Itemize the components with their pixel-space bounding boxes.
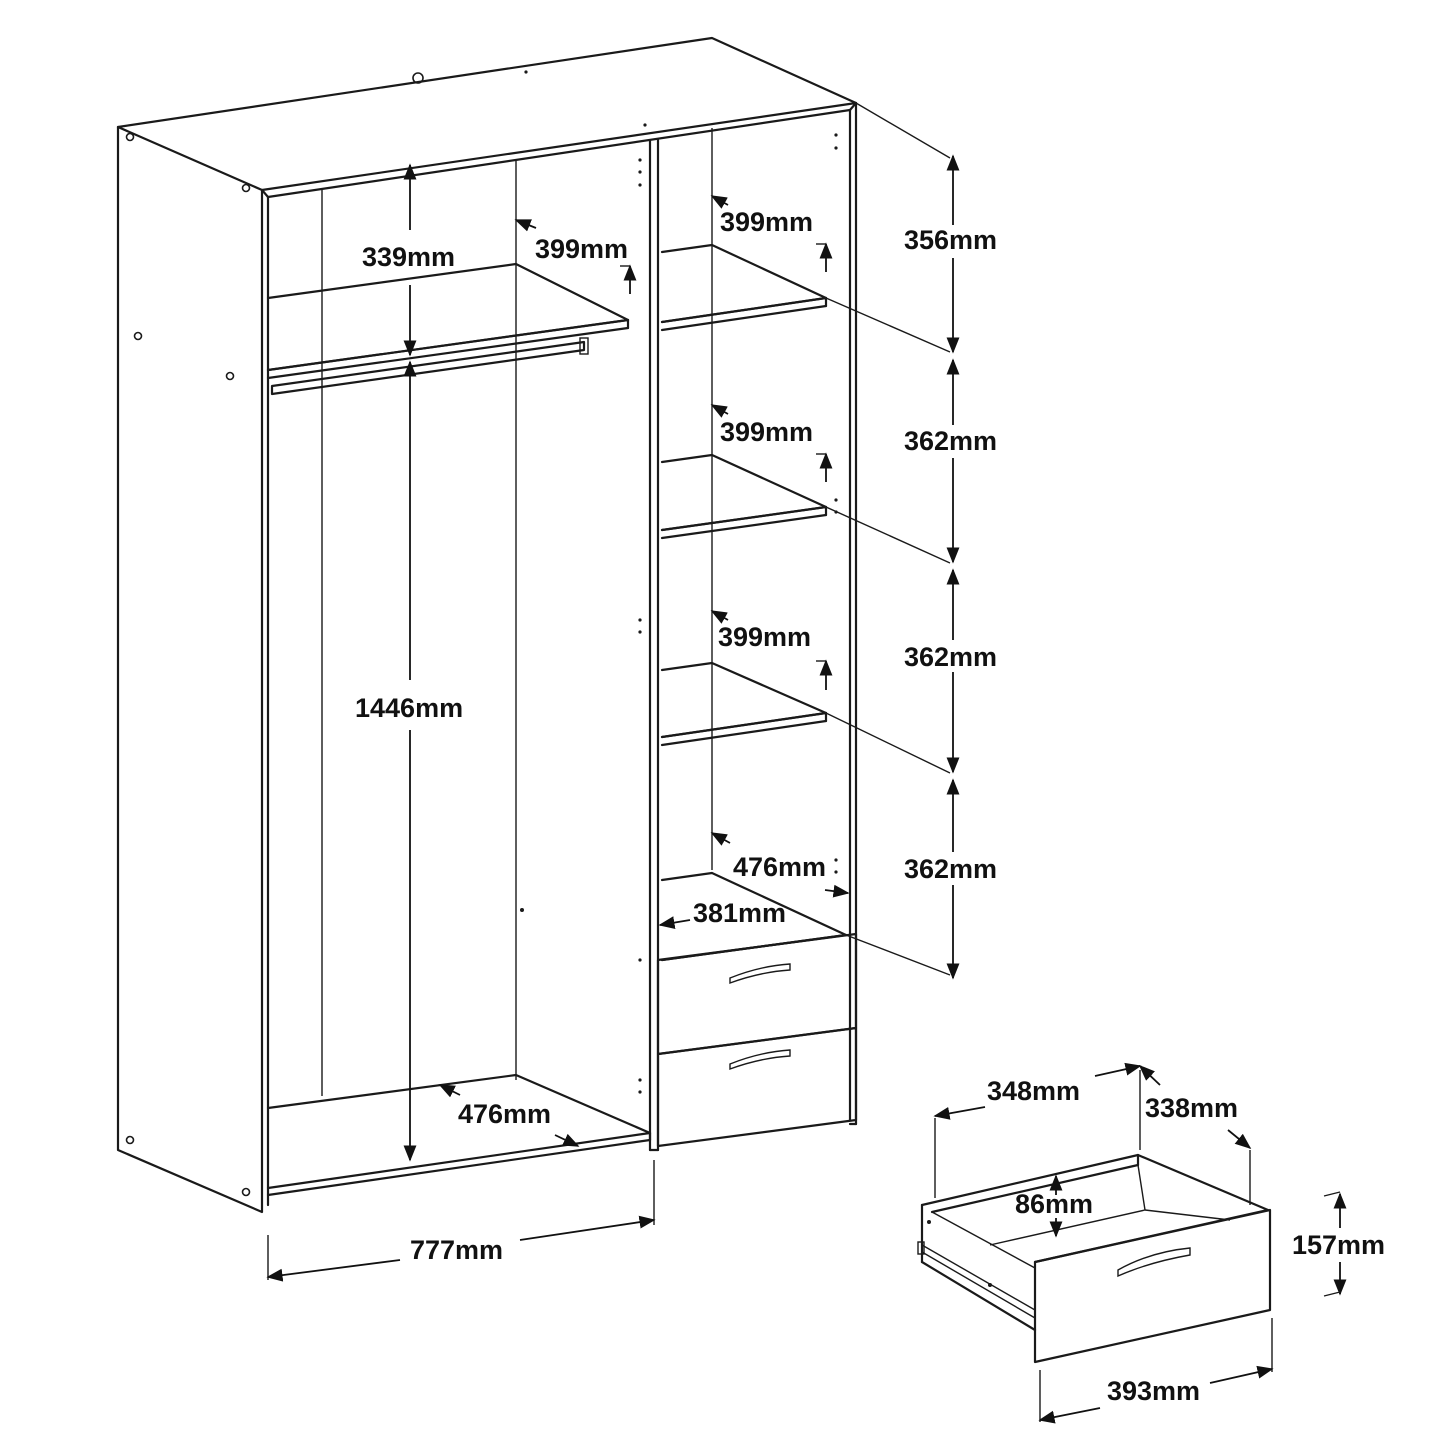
label-bottom-section-depth: 476mm [733,852,826,882]
label-drawer-front-width: 393mm [1107,1376,1200,1406]
label-drawer-inner-depth: 338mm [1145,1093,1238,1123]
label-drawer-inner-height: 86mm [1015,1189,1093,1219]
drawer-detail [917,1062,1347,1424]
label-hanging-shelf-depth: 399mm [535,234,628,264]
shelf-3 [660,661,828,747]
label-section-height-1: 356mm [904,225,997,255]
dimension-labels: 339mm 399mm 1446mm 476mm 777mm 399mm 399… [355,207,1385,1406]
left-side-panel [116,125,264,1214]
shelf-2 [660,453,828,540]
label-drawer-inner-width: 348mm [987,1076,1080,1106]
hanging-rail [270,340,586,396]
label-shelf-depth-2: 399mm [720,417,813,447]
wardrobe-cabinet [116,36,951,1214]
label-overall-width: 777mm [410,1235,503,1265]
drawer-front [1033,1208,1272,1364]
dimension-lines [266,154,960,1282]
label-hanging-floor-depth: 476mm [458,1099,551,1129]
cabinet-drawer-bottom [656,1026,858,1148]
label-drawer-front-height: 157mm [1292,1230,1385,1260]
hanging-floor [266,1073,652,1190]
top-panel [116,36,858,192]
label-section-height-2: 362mm [904,426,997,456]
label-section-height-4: 362mm [904,854,997,884]
label-shelf-depth-1: 399mm [720,207,813,237]
label-hanging-height: 1446mm [355,693,463,723]
label-section-height-3: 362mm [904,642,997,672]
shelf-1 [660,243,828,332]
cabinet-drawer-top [656,932,858,1056]
label-hanging-top-height: 339mm [362,242,455,272]
label-bottom-section-width: 381mm [693,898,786,928]
label-shelf-depth-3: 399mm [718,622,811,652]
